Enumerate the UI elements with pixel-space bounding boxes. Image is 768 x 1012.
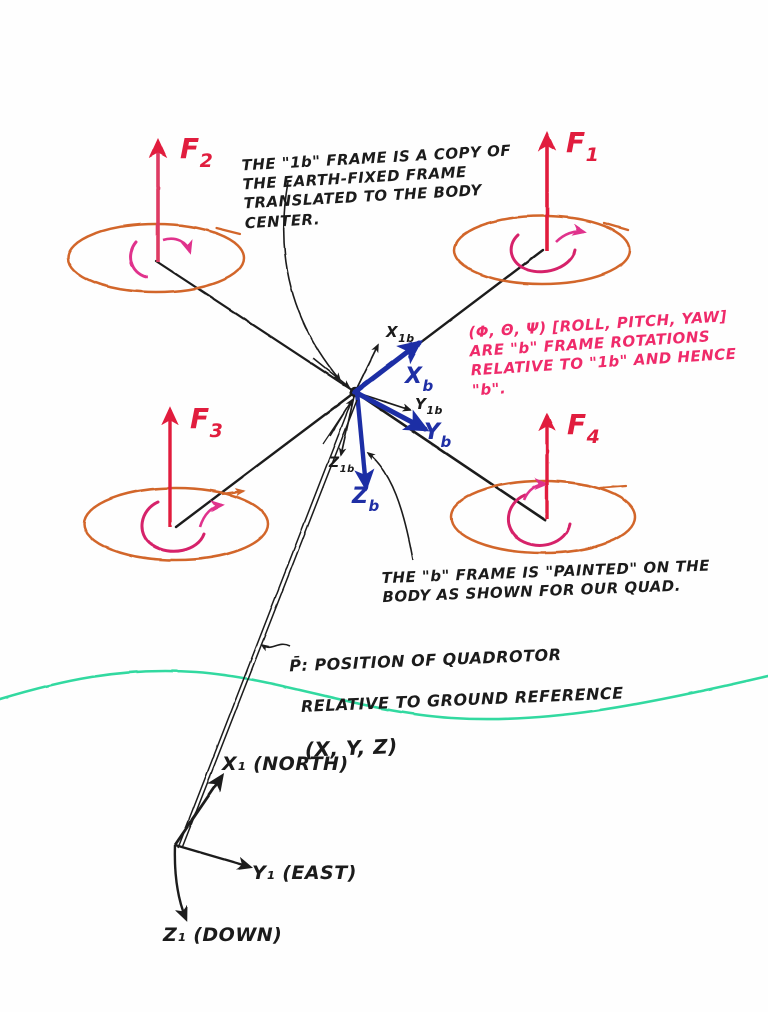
spin-arc-2 — [129, 240, 148, 279]
spin-arc-4 — [506, 493, 572, 547]
axis-z-inertial — [173, 844, 188, 922]
force-labels: F1 F2 F3 F4 — [180, 126, 600, 448]
axis-x1b — [354, 343, 379, 393]
label-y-inertial: Y₁ (EAST) — [252, 862, 357, 884]
force-label-1: F1 — [566, 126, 599, 166]
leader-frame-copy — [283, 181, 342, 382]
axis-yb — [352, 389, 430, 432]
label-z-inertial: Z₁ (DOWN) — [162, 924, 282, 946]
ground-frame-labels: X₁ (NORTH) Y₁ (EAST) Z₁ (DOWN) — [162, 753, 357, 946]
force-label-3: F3 — [190, 402, 223, 442]
body-frame-axes — [352, 339, 430, 492]
rotor-spin-arrows — [129, 223, 587, 553]
label-zb: Zb — [351, 484, 380, 515]
inertial-copy-frame-labels: X1b Y1b Z1b — [328, 323, 443, 475]
note-position-line-1: P̄: POSITION OF QUADROTOR — [288, 645, 562, 676]
label-x-inertial: X₁ (NORTH) — [221, 753, 349, 775]
leader-position-note — [260, 643, 291, 652]
ground-reference-line — [0, 669, 768, 721]
label-z1b: Z1b — [328, 455, 355, 475]
force-arrows — [148, 130, 557, 527]
note-position-line-2: RELATIVE TO GROUND REFERENCE — [300, 683, 624, 717]
rotor-disc-2 — [66, 222, 246, 294]
spin-arc-3 — [140, 500, 206, 553]
axis-y-inertial — [174, 843, 253, 871]
rotor-disc-4 — [449, 479, 637, 555]
label-xb: Xb — [403, 364, 434, 395]
rotor-discs — [66, 214, 637, 562]
note-leader-lines — [260, 181, 414, 652]
label-x1b: X1b — [385, 323, 415, 345]
rotor-disc-3 — [82, 486, 270, 562]
note-position-vector: P̄: POSITION OF QUADROTOR RELATIVE TO GR… — [288, 620, 694, 785]
inertial-ground-frame-axes — [173, 772, 253, 922]
leader-painted-note — [366, 451, 414, 561]
spin-arc-1 — [509, 233, 577, 274]
axis-x-inertial — [173, 772, 225, 846]
axis-zb — [354, 389, 375, 492]
label-y1b: Y1b — [415, 395, 443, 417]
force-label-4: F4 — [567, 408, 600, 448]
body-frame-labels: Xb Yb Zb — [351, 364, 452, 515]
axis-xb — [352, 339, 423, 395]
rotor-disc-1 — [452, 214, 632, 286]
note-position-line-3: (X, Y, Z) — [304, 734, 399, 763]
force-label-2: F2 — [180, 132, 213, 172]
label-yb: Yb — [424, 420, 452, 451]
